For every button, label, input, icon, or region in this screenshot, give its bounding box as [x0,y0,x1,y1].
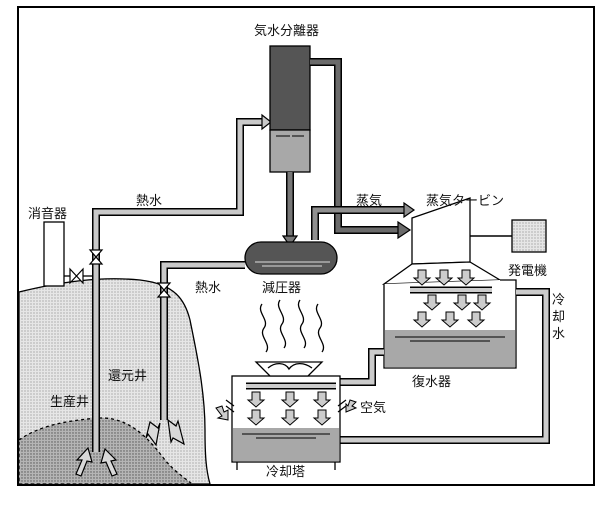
separator-water-section [269,129,311,173]
generator-label: 発電機 [508,264,547,279]
production-arrow-icon [100,447,118,477]
hot-water-mid-label: 熱水 [195,281,221,296]
condenser-label: 復水器 [412,374,451,390]
cooling-tower-water [233,428,339,461]
air-label: 空気 [360,400,386,416]
generator [511,219,547,253]
separator-steam-section [269,45,311,131]
production-arrow-icon [75,446,93,477]
cooling-water-label: 冷却水 [552,293,565,342]
hot-water-top-label: 熱水 [136,194,162,209]
cooling-tower-label: 冷却塔 [266,465,305,480]
condenser-water [385,330,515,367]
well-valve-icon [88,249,104,265]
reinjection-arrow-icon [145,420,161,447]
muffler-valve-icon [69,267,84,285]
hot-water-pipe [93,119,262,452]
steam-label: 蒸気 [356,193,382,209]
flash-tank-label: 減圧器 [262,280,301,296]
separator-label: 気水分離器 [254,23,319,39]
reinjection-valve-icon [156,282,172,298]
turbine-label: 蒸気タービン [426,193,504,209]
muffler-label: 消音器 [28,206,67,222]
muffler [43,221,65,287]
vapor-plume-icon [259,299,325,353]
reinjection-arrow-icon [167,418,185,446]
flash-tank [244,241,338,275]
air-inlet-arrow-icon [215,399,358,421]
production-well-label: 生産井 [50,394,89,410]
diagram-frame [17,6,595,486]
reinjection-well-label: 還元井 [108,369,147,384]
